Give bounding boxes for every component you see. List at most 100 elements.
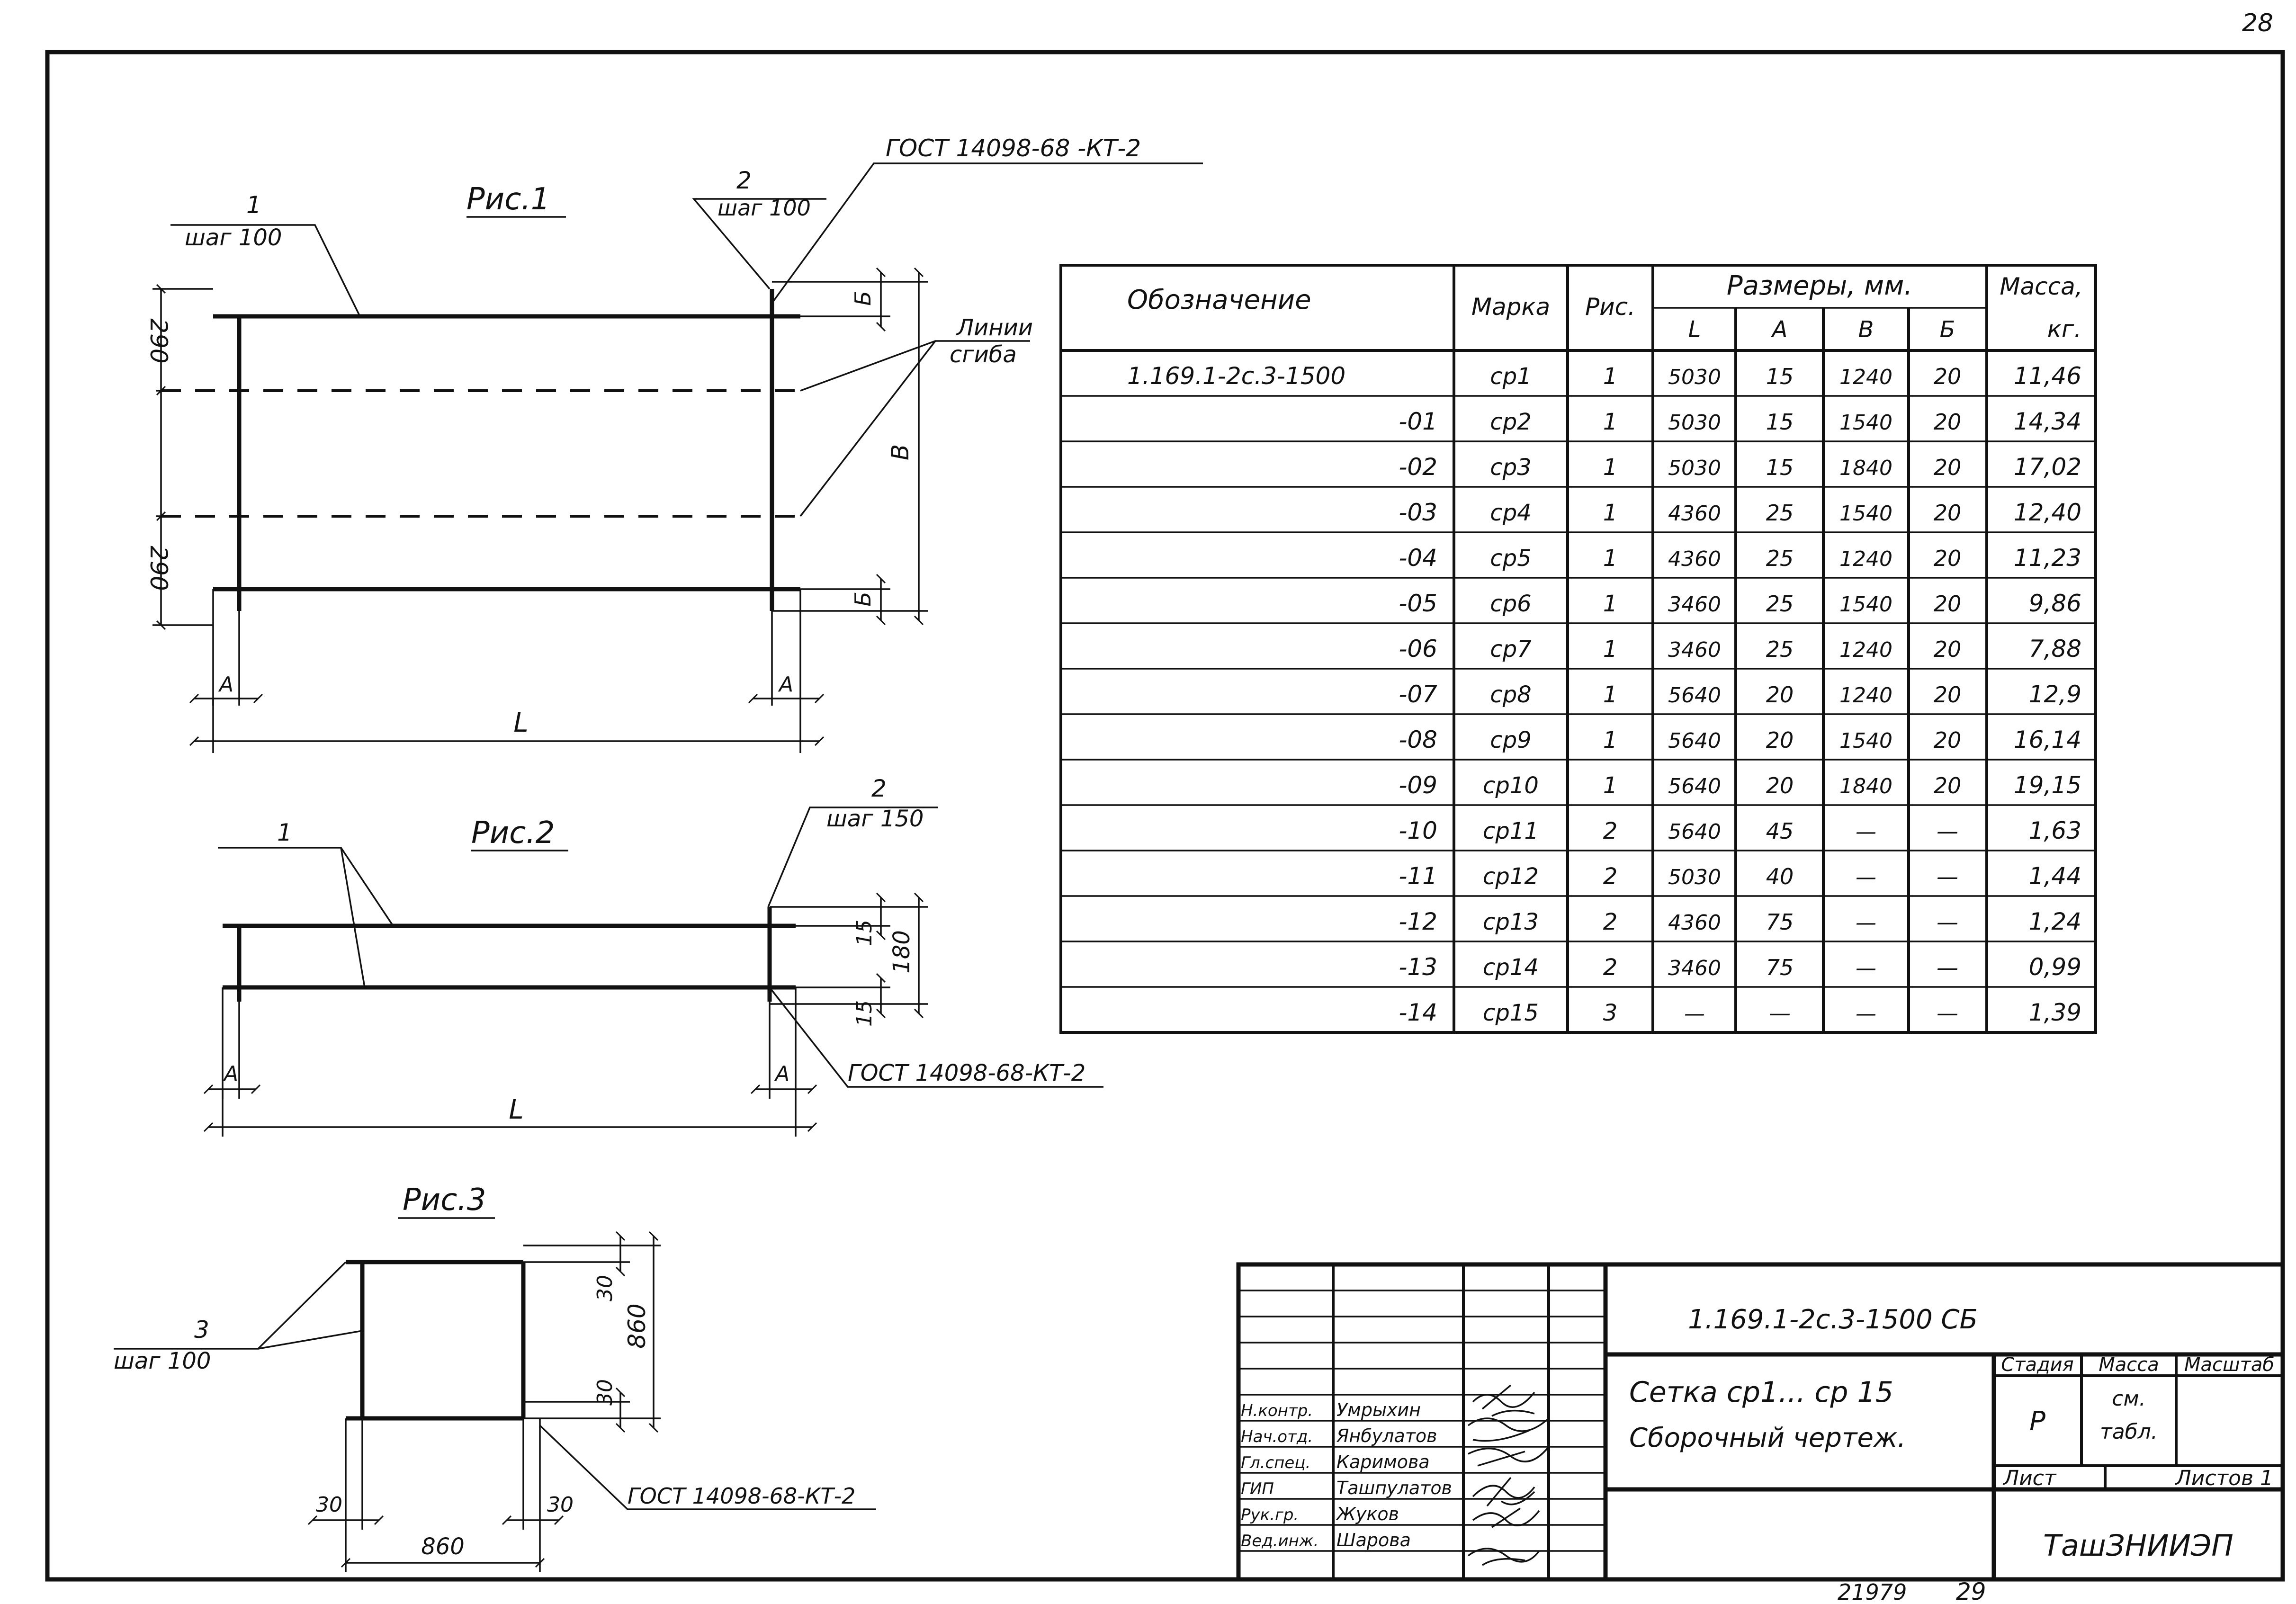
table-cell-fig: 2 — [1603, 818, 1618, 844]
table-cell-designation: -10 — [1399, 817, 1437, 844]
fig3-dim-30-left: 30 — [316, 1493, 342, 1517]
table-header-l: L — [1688, 316, 1701, 343]
table-header-fig: Рис. — [1585, 293, 1635, 321]
table-cell-l: — — [1684, 1002, 1705, 1026]
table-cell-designation: -08 — [1399, 726, 1437, 753]
table-cell-l: 4360 — [1668, 547, 1721, 571]
table-cell-a: 25 — [1766, 636, 1794, 662]
table-cell-mark: ср9 — [1490, 727, 1531, 753]
table-cell-a: 15 — [1766, 409, 1794, 435]
title-mass-label: Масса — [2099, 1354, 2159, 1376]
table-cell-v: — — [1856, 820, 1876, 844]
table-cell-mark: ср13 — [1483, 909, 1539, 935]
figure-1: Рис.1 1 шаг 100 2 шаг 100 ГОСТ 14098-68 … — [145, 134, 1203, 753]
table-cell-l: 3460 — [1668, 592, 1721, 617]
title-role-name: Ташпулатов — [1336, 1478, 1452, 1498]
table-cell-b: — — [1937, 864, 1958, 889]
table-cell-a: 15 — [1766, 455, 1794, 480]
table-cell-l: 3460 — [1668, 956, 1721, 980]
table-cell-mark: ср3 — [1490, 454, 1531, 481]
title-sheet-label: Лист — [2002, 1466, 2057, 1490]
signatures — [1467, 1384, 1550, 1566]
fig1-dim-l: L — [513, 708, 528, 738]
table-cell-fig: 2 — [1603, 909, 1618, 935]
table-cell-a: — — [1769, 1000, 1791, 1026]
table-cell-v: 1540 — [1839, 592, 1892, 617]
fig3-dim-860-vertical: 860 — [623, 1303, 651, 1348]
table-cell-a: 20 — [1766, 773, 1794, 798]
table-cell-a: 20 — [1766, 727, 1794, 753]
table-cell-b: 20 — [1934, 546, 1962, 571]
table-cell-l: 5030 — [1668, 456, 1721, 480]
table-cell-v: — — [1856, 911, 1876, 935]
table-cell-b: 20 — [1934, 364, 1962, 389]
table-cell-b: 20 — [1934, 636, 1962, 662]
table-cell-fig: 1 — [1603, 772, 1618, 799]
title-block-roles: Н.контр.УмрыхинНач.отд.ЯнбулатовГл.спец.… — [1241, 1399, 1452, 1550]
sheet-frame — [45, 50, 2285, 1582]
table-header-b: Б — [1940, 316, 1955, 343]
table-cell-fig: 1 — [1603, 545, 1618, 572]
title-role-name: Умрыхин — [1336, 1399, 1421, 1420]
table-cell-mass: 1,39 — [2029, 999, 2081, 1026]
fig1-gost-leader — [771, 162, 1203, 304]
title-role-label: Н.контр. — [1241, 1401, 1313, 1420]
table-cell-mass: 9,86 — [2029, 590, 2081, 617]
fig3-dim-30-top: 30 — [593, 1275, 617, 1301]
table-cell-mark: ср4 — [1490, 500, 1531, 526]
table-cell-fig: 1 — [1603, 500, 1618, 526]
fig2-leader-1b — [340, 847, 366, 988]
title-block: Н.контр.УмрыхинНач.отд.ЯнбулатовГл.спец.… — [1236, 1262, 2285, 1582]
table-cell-mark: ср14 — [1483, 954, 1539, 981]
fig1-callout-2-num: 2 — [736, 167, 752, 194]
fig2-dim-15-top: 15 — [852, 920, 877, 946]
table-cell-v: 1540 — [1839, 729, 1892, 753]
table-cell-fig: 1 — [1603, 454, 1618, 481]
table-cell-mass: 7,88 — [2029, 635, 2081, 663]
fig3-callout-3-step: шаг 100 — [114, 1348, 211, 1374]
footer-sheet-number: 29 — [1956, 1578, 1986, 1604]
fig3-dim-860-horizontal: 860 — [421, 1533, 465, 1560]
fig3-title: Рис.3 — [403, 1183, 486, 1218]
table-cell-mass: 11,23 — [2014, 544, 2081, 572]
table-cell-l: 5030 — [1668, 365, 1721, 389]
table-header-a: А — [1771, 316, 1788, 343]
title-mass-value-1: см. — [2112, 1387, 2145, 1411]
table-cell-v: 1840 — [1839, 774, 1892, 798]
table-cell-mark: ср10 — [1483, 772, 1539, 799]
fig1-callout-1-num: 1 — [246, 191, 261, 219]
table-cell-b: — — [1937, 909, 1958, 935]
table-cell-b: 20 — [1934, 500, 1962, 526]
table-cell-fig: 2 — [1603, 863, 1618, 890]
title-line-1: Сетка ср1... ср 15 — [1629, 1376, 1893, 1409]
fig3-gost: ГОСТ 14098-68-КТ-2 — [628, 1483, 855, 1509]
title-role-label: ГИП — [1241, 1479, 1274, 1498]
table-cell-mass: 12,40 — [2014, 499, 2081, 526]
fig1-dim-290-top: 290 — [145, 318, 172, 363]
table-cell-a: 20 — [1766, 682, 1794, 708]
table-cell-l: 4360 — [1668, 911, 1721, 935]
title-role-name: Жуков — [1336, 1504, 1399, 1524]
title-organization: ТашЗНИИЭП — [2043, 1528, 2233, 1563]
table-cell-fig: 3 — [1603, 1000, 1618, 1026]
table-header-mark: Марка — [1471, 293, 1550, 321]
table-cell-designation: -13 — [1399, 953, 1437, 981]
table-cell-a: 25 — [1766, 591, 1794, 617]
table-cell-mass: 12,9 — [2029, 681, 2081, 708]
table-cell-designation: -04 — [1399, 544, 1437, 572]
table-cell-a: 25 — [1766, 546, 1794, 571]
fig1-dim-290-bottom: 290 — [145, 546, 172, 591]
title-mass-value-2: табл. — [2100, 1420, 2158, 1444]
table-cell-designation: -09 — [1399, 771, 1437, 799]
table-cell-mass: 16,14 — [2014, 726, 2081, 753]
table-cell-mass: 14,34 — [2014, 408, 2081, 435]
